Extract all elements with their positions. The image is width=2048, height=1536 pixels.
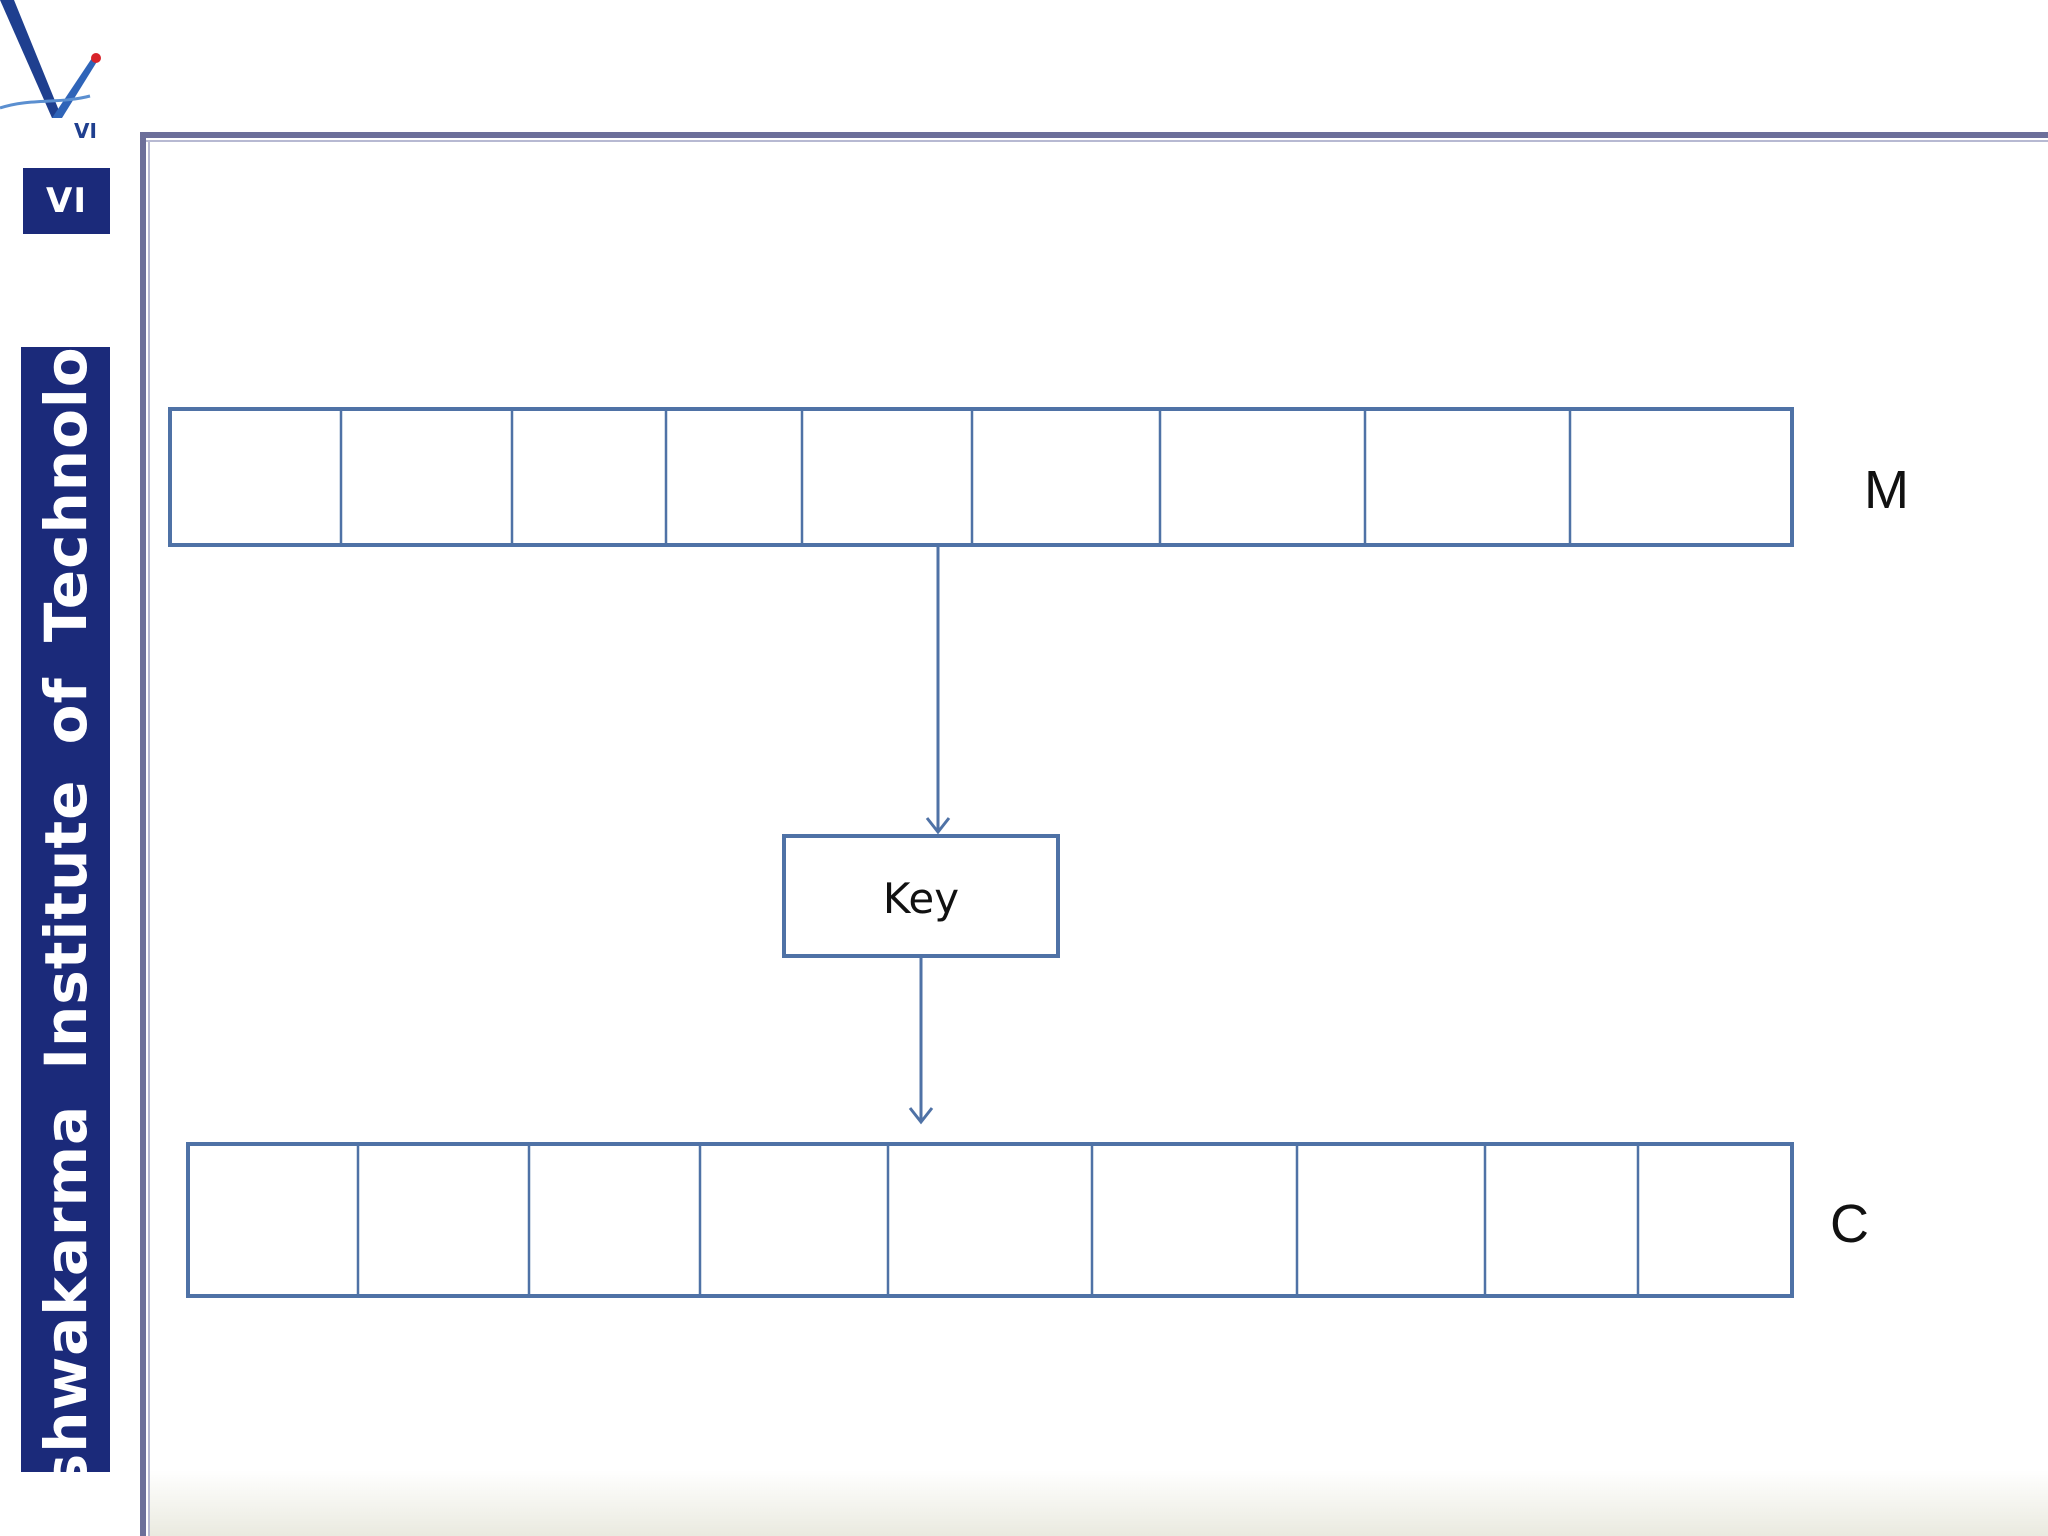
logo-red-dot [91, 53, 101, 63]
logo-v-stroke-left [0, 0, 62, 118]
message-label: M [1864, 460, 1909, 520]
frame-left-line [140, 132, 146, 1536]
message-block-outline [168, 407, 1794, 547]
message-block [168, 407, 1794, 547]
arrow-message-to-key-head [925, 817, 951, 835]
arrow-key-to-cipher [908, 958, 934, 1125]
institute-logo: VI [0, 0, 101, 143]
frame-top-line [140, 132, 2048, 138]
key-box [782, 834, 1060, 958]
cipher-block-outline [186, 1142, 1794, 1298]
logo-swoosh [0, 94, 91, 110]
bottom-shadow-band [150, 1470, 2048, 1536]
logo-mark-text: VI [74, 119, 97, 143]
arrow-key-to-cipher-head [908, 1107, 934, 1125]
cipher-label: C [1830, 1194, 1869, 1254]
key-label: Key [883, 874, 959, 923]
frame-top-inner-line [140, 140, 2048, 142]
vi-badge: VI [23, 168, 110, 234]
frame-left-inner-line [148, 140, 150, 1536]
institute-banner: Vishwakarma Institute of Technology [21, 347, 110, 1472]
vi-badge-text: VI [46, 181, 87, 221]
arrow-message-to-key [925, 547, 951, 835]
cipher-block [186, 1142, 1794, 1298]
logo-v-stroke-right [52, 58, 98, 118]
